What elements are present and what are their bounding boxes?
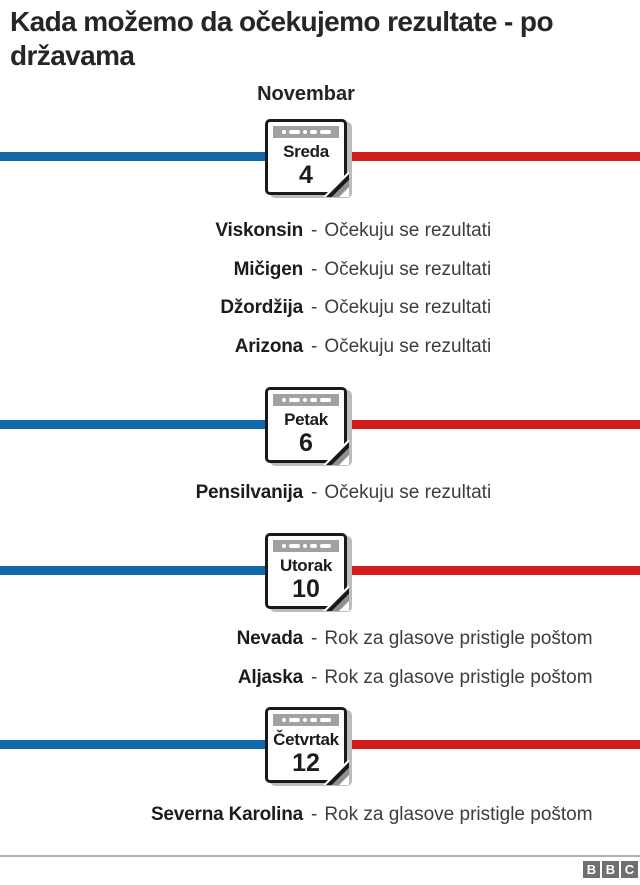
calendar-day: Utorak xyxy=(279,556,333,575)
bbc-logo-block: B xyxy=(583,861,600,878)
page-title: Kada možemo da očekujemo rezultate - po … xyxy=(10,6,554,71)
calendar-icon: Petak 6 xyxy=(265,387,349,465)
state-name: Severna Karolina xyxy=(150,804,303,825)
state-row: Pensilvanija -Očekuju se rezultati xyxy=(0,481,640,505)
footer-divider xyxy=(0,855,640,857)
calendar-icon: Četvrtak 12 xyxy=(265,707,349,785)
calendar-icon: Sreda 4 xyxy=(265,119,349,197)
folded-corner-icon xyxy=(323,759,349,785)
calendar-binding-bar xyxy=(273,126,339,138)
calendar-binding-bar xyxy=(273,394,339,406)
calendar-day: Četvrtak xyxy=(273,730,339,749)
month-label: Novembar xyxy=(257,83,355,105)
calendar-date: 10 xyxy=(292,575,320,603)
folded-corner-icon xyxy=(323,585,349,611)
state-row: Nevada -Rok za glasove pristigle poštom xyxy=(0,627,640,651)
state-row: Viskonsin -Očekuju se rezultati xyxy=(0,219,640,243)
calendar-binding-bar xyxy=(273,714,339,726)
state-status: -Očekuju se rezultati xyxy=(311,259,492,280)
state-status: -Očekuju se rezultati xyxy=(311,482,492,503)
state-status: -Očekuju se rezultati xyxy=(311,336,492,357)
state-row: Mičigen -Očekuju se rezultati xyxy=(0,258,640,282)
state-status: -Rok za glasove pristigle poštom xyxy=(311,628,593,649)
state-status: -Rok za glasove pristigle poštom xyxy=(311,667,593,688)
bbc-logo: B B C xyxy=(583,861,638,878)
calendar-date: 6 xyxy=(299,429,313,457)
state-name: Mičigen xyxy=(233,259,304,280)
bbc-logo-block: B xyxy=(602,861,619,878)
folded-corner-icon xyxy=(323,439,349,465)
state-name: Arizona xyxy=(234,336,303,357)
calendar-day: Petak xyxy=(284,410,328,429)
state-name: Aljaska xyxy=(237,667,303,688)
folded-corner-icon xyxy=(323,171,349,197)
calendar-date: 4 xyxy=(299,161,313,189)
state-status: -Očekuju se rezultati xyxy=(311,297,492,318)
state-row: Severna Karolina -Rok za glasove pristig… xyxy=(0,803,640,827)
timeline-line-red xyxy=(349,566,640,575)
calendar-date: 12 xyxy=(292,749,320,777)
timeline-line-red xyxy=(349,740,640,749)
state-row: Arizona -Očekuju se rezultati xyxy=(0,335,640,359)
state-status: -Rok za glasove pristigle poštom xyxy=(311,804,593,825)
state-name: Nevada xyxy=(236,628,304,649)
state-row: Aljaska -Rok za glasove pristigle poštom xyxy=(0,666,640,690)
bbc-logo-block: C xyxy=(621,861,638,878)
timeline-line-red xyxy=(349,420,640,429)
timeline-line-blue xyxy=(0,566,265,575)
calendar-day: Sreda xyxy=(283,142,329,161)
timeline-line-blue xyxy=(0,740,265,749)
timeline-line-red xyxy=(349,152,640,161)
state-status: -Očekuju se rezultati xyxy=(311,220,492,241)
timeline-line-blue xyxy=(0,420,265,429)
calendar-binding-bar xyxy=(273,540,339,552)
state-row: Džordžija -Očekuju se rezultati xyxy=(0,296,640,320)
calendar-icon: Utorak 10 xyxy=(265,533,349,611)
timeline-line-blue xyxy=(0,152,265,161)
state-name: Džordžija xyxy=(220,297,303,318)
state-name: Pensilvanija xyxy=(195,482,304,503)
state-name: Viskonsin xyxy=(215,220,303,241)
